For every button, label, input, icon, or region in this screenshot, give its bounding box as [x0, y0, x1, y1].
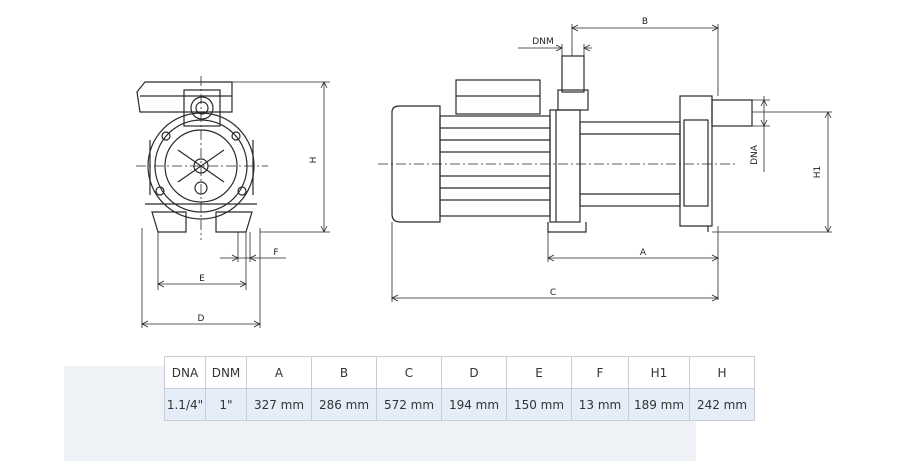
- value-cell-dna: 1.1/4": [164, 388, 206, 421]
- header-cell-e: E: [506, 356, 572, 389]
- value-cell-dnm: 1": [205, 388, 247, 421]
- dimension-label-e: E: [199, 274, 205, 284]
- header-cell-f: F: [571, 356, 629, 389]
- pump-technical-drawing: H E F D B DNM DNA H1 A C: [136, 17, 832, 328]
- dimension-label-f: F: [273, 248, 278, 258]
- value-cell-c: 572 mm: [376, 388, 442, 421]
- dimension-label-h: H: [309, 157, 319, 164]
- dimension-lines: [141, 24, 832, 328]
- table-row: 1.1/4" 1" 327 mm 286 mm 572 mm 194 mm 15…: [164, 388, 755, 421]
- value-cell-h1: 189 mm: [628, 388, 690, 421]
- header-cell-c: C: [376, 356, 442, 389]
- value-cell-h: 242 mm: [689, 388, 755, 421]
- value-cell-d: 194 mm: [441, 388, 507, 421]
- header-cell-h: H: [689, 356, 755, 389]
- dimensions-table: DNA DNM A B C D E F H1 H 1.1/4" 1" 327 m…: [164, 356, 755, 421]
- dimension-label-dna: DNA: [750, 144, 760, 165]
- header-cell-dna: DNA: [164, 356, 206, 389]
- header-cell-h1: H1: [628, 356, 690, 389]
- value-cell-a: 327 mm: [246, 388, 312, 421]
- header-cell-d: D: [441, 356, 507, 389]
- table-header-row: DNA DNM A B C D E F H1 H: [164, 356, 755, 389]
- dimension-label-dnm: DNM: [532, 37, 553, 47]
- dimension-label-h1: H1: [813, 166, 823, 179]
- header-cell-dnm: DNM: [205, 356, 247, 389]
- header-cell-b: B: [311, 356, 377, 389]
- pump-front-view: [136, 81, 257, 233]
- dimension-label-d: D: [198, 314, 205, 324]
- dimension-label-a: A: [640, 248, 647, 258]
- pump-side-view: [391, 55, 753, 233]
- header-cell-a: A: [246, 356, 312, 389]
- front-centerlines: [136, 76, 268, 240]
- value-cell-b: 286 mm: [311, 388, 377, 421]
- value-cell-f: 13 mm: [571, 388, 629, 421]
- dimension-label-b: B: [642, 17, 648, 27]
- dimension-label-c: C: [550, 288, 556, 298]
- value-cell-e: 150 mm: [506, 388, 572, 421]
